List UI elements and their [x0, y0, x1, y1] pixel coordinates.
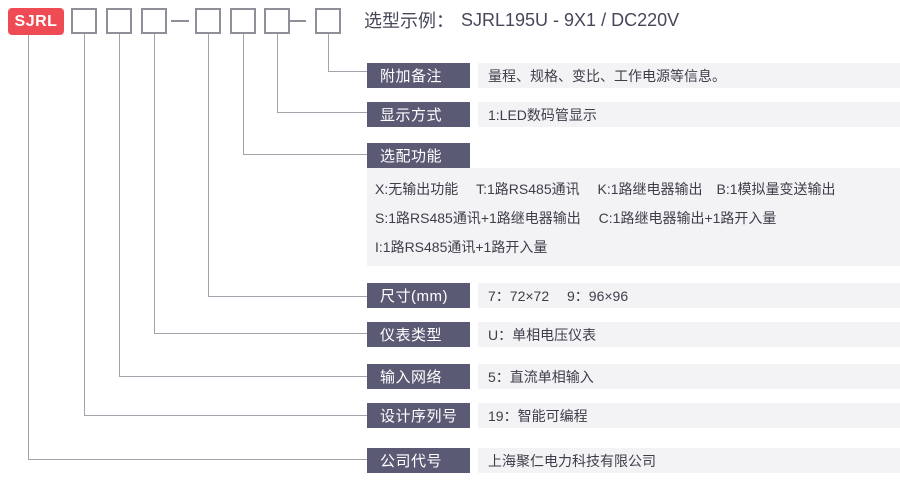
desc-additional-remarks: 量程、规格、变比、工作电源等信息。 — [478, 63, 900, 88]
optional-functions-line-1: X:无输出功能 T:1路RS485通讯 K:1路继电器输出 B:1模拟量变送输出 — [375, 181, 836, 197]
desc-company-code: 上海聚仁电力科技有限公司 — [478, 448, 900, 473]
model-code-box-2 — [106, 8, 132, 34]
model-code-box-3 — [141, 8, 167, 34]
brand-badge: SJRL — [8, 8, 64, 35]
connector-box6-display — [277, 34, 367, 113]
model-code-box-7 — [315, 8, 341, 34]
example-title-label: 选型示例： — [364, 11, 454, 31]
label-additional-remarks: 附加备注 — [367, 63, 470, 88]
connector-box5-options — [243, 34, 367, 155]
desc-design-series: 19：智能可编程 — [478, 403, 900, 428]
desc-display-mode: 1:LED数码管显示 — [478, 102, 900, 127]
example-title-value: SJRL195U - 9X1 / DC220V — [461, 9, 680, 30]
label-design-series: 设计序列号 — [367, 403, 470, 428]
connector-box2-network — [119, 34, 367, 377]
example-title: 选型示例： SJRL195U - 9X1 / DC220V — [364, 9, 680, 32]
label-optional-functions: 选配功能 — [367, 143, 470, 168]
label-size-mm: 尺寸(mm) — [367, 283, 470, 308]
desc-input-network: 5：直流单相输入 — [478, 364, 900, 389]
dash-separator-2 — [289, 20, 306, 22]
model-code-box-1 — [71, 8, 97, 34]
connector-box3-type — [154, 34, 367, 334]
model-code-box-6 — [264, 8, 290, 34]
optional-functions-line-2: S:1路RS485通讯+1路继电器输出 C:1路继电器输出+1路开入量 — [375, 210, 777, 226]
label-display-mode: 显示方式 — [367, 102, 470, 127]
connector-box7-remarks — [328, 34, 367, 72]
model-code-box-5 — [230, 8, 256, 34]
dash-separator-1 — [171, 20, 189, 22]
label-input-network: 输入网络 — [367, 364, 470, 389]
desc-meter-type: U：单相电压仪表 — [478, 322, 900, 347]
connector-box4-size — [208, 34, 367, 297]
label-meter-type: 仪表类型 — [367, 322, 470, 347]
optional-functions-line-3: I:1路RS485通讯+1路开入量 — [375, 239, 548, 255]
connector-brand-company — [28, 35, 367, 460]
optional-functions-list: X:无输出功能 T:1路RS485通讯 K:1路继电器输出 B:1模拟量变送输出… — [367, 168, 900, 266]
model-code-box-4 — [195, 8, 221, 34]
desc-size-mm: 7：72×72 9：96×96 — [478, 283, 900, 308]
connector-box1-series — [84, 34, 367, 416]
label-company-code: 公司代号 — [367, 448, 470, 473]
